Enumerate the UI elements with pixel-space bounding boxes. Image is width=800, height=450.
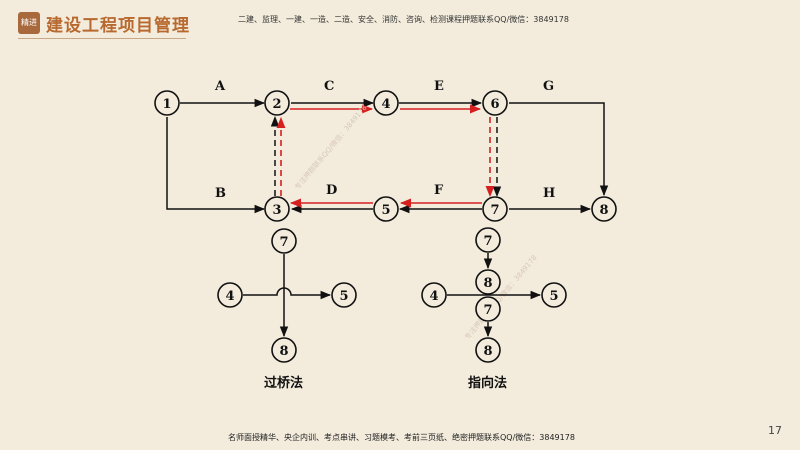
svg-text:4: 4 [381,97,390,112]
bridge-4-to-5 [243,287,332,300]
pointing-node-7-top: 7 [475,227,501,253]
svg-text:8: 8 [483,344,492,359]
svg-text:5: 5 [381,203,390,218]
edge-b [166,117,266,214]
bridge-node-4: 4 [217,282,243,308]
svg-text:7: 7 [483,303,492,318]
svg-text:8: 8 [599,203,608,218]
activity-label-h: H [543,186,555,201]
pointing-node-4: 4 [421,282,447,308]
title-underline [18,38,186,39]
node-2: 2 [264,90,290,116]
pointing-method [447,253,542,338]
svg-text:3: 3 [272,203,281,218]
svg-text:8: 8 [279,344,288,359]
highlight-cycle [276,104,495,208]
node-7: 7 [482,196,508,222]
svg-text:7: 7 [279,235,288,250]
edge-g [509,102,609,197]
activity-label-f: F [434,183,444,198]
svg-text:2: 2 [272,97,281,112]
watermark-2: 专注押题联系QQ/微信：3849178 [463,253,539,341]
svg-text:5: 5 [549,289,558,304]
bridge-node-8: 8 [271,337,297,363]
svg-text:7: 7 [490,203,499,218]
svg-text:4: 4 [225,289,234,304]
node-5: 5 [373,196,399,222]
svg-text:6: 6 [490,97,499,112]
pointing-node-8-bottom: 8 [475,337,501,363]
pointing-node-8-top: 8 [475,269,501,295]
footer-contact-note: 名师面授精华、央企内训、考点串讲、习题模考、考前三页纸、绝密押题联系QQ/微信：… [228,433,575,442]
node-1: 1 [154,90,180,116]
pointing-node-5: 5 [541,282,567,308]
pointing-node-7-bottom: 7 [475,296,501,322]
activity-label-a: A [214,79,226,94]
caption-bridge-method: 过桥法 [264,375,303,391]
activity-label-c: C [324,79,334,94]
activity-label-e: E [434,79,444,94]
activity-label-g: G [543,79,554,94]
svg-text:1: 1 [162,97,171,112]
node-6: 6 [482,90,508,116]
svg-text:7: 7 [483,234,492,249]
bridge-node-5: 5 [331,282,357,308]
node-4: 4 [373,90,399,116]
node-3: 3 [264,196,290,222]
bridge-method [243,254,332,338]
header-contact-note: 二建、监理、一建、一造、二造、安全、消防、咨询、检测课程押题联系QQ/微信：38… [238,15,569,24]
node-8: 8 [591,196,617,222]
svg-text:8: 8 [483,276,492,291]
caption-pointing-method: 指向法 [468,375,507,391]
activity-label-b: B [215,186,226,201]
watermark-1: 专注押题联系QQ/微信：3849178 [293,103,369,191]
activity-label-d: D [326,183,337,198]
page-title: 建设工程项目管理 [46,16,190,36]
page-number: 17 [768,424,782,437]
svg-text:5: 5 [339,289,348,304]
brand-logo: 精进 [18,12,40,34]
bridge-node-7: 7 [271,228,297,254]
svg-text:4: 4 [429,289,438,304]
